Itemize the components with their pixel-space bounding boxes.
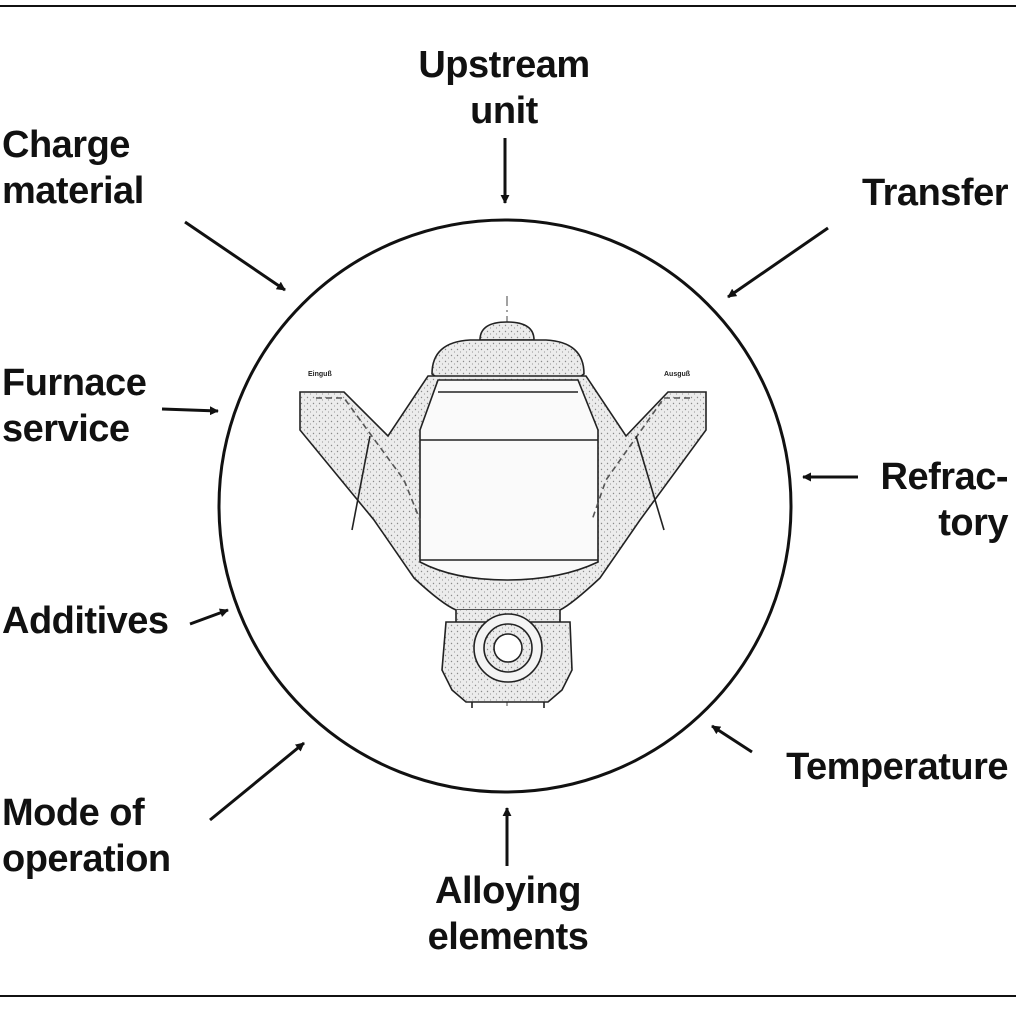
arrow-temperature bbox=[711, 724, 753, 754]
additives-line-1: Additives bbox=[2, 600, 169, 642]
label-transfer: Transfer bbox=[806, 170, 1008, 216]
crucible bbox=[419, 379, 599, 581]
charge-line-2: material bbox=[2, 170, 144, 212]
label-alloying-elements: Alloying elements bbox=[398, 868, 618, 960]
arrow-furnace bbox=[161, 406, 219, 416]
furnace-lid bbox=[479, 321, 535, 341]
outlet-label: Ausguß bbox=[664, 371, 691, 378]
alloying-line-2: elements bbox=[427, 916, 589, 958]
furnace-line-2: service bbox=[2, 408, 130, 450]
charge-line-1: Charge bbox=[2, 124, 130, 166]
arrow-additives bbox=[189, 608, 229, 626]
label-charge-material: Charge material bbox=[2, 122, 144, 214]
outlet-rod bbox=[635, 435, 665, 531]
label-refractory: Refrac- tory bbox=[826, 454, 1009, 546]
refractory-line-2: tory bbox=[938, 502, 1008, 544]
arrow-transfer bbox=[727, 226, 829, 299]
arrow-charge bbox=[184, 220, 286, 292]
inlet-rod bbox=[351, 435, 371, 531]
channel-furnace-drawing bbox=[299, 296, 707, 708]
label-mode-of-operation: Mode of operation bbox=[2, 790, 171, 882]
label-furnace-service: Furnace service bbox=[2, 360, 147, 452]
arrow-mode bbox=[209, 741, 305, 822]
outlet-channel bbox=[591, 397, 690, 521]
mode-line-1: Mode of bbox=[2, 792, 145, 834]
label-upstream-unit: Upstream unit bbox=[394, 42, 614, 134]
influence-arrows bbox=[161, 138, 858, 866]
mode-line-2: operation bbox=[2, 838, 171, 880]
temperature-line-1: Temperature bbox=[786, 746, 1008, 788]
upstream-line-1: Upstream bbox=[418, 44, 590, 86]
upstream-line-2: unit bbox=[470, 90, 538, 132]
refractory-line-1: Refrac- bbox=[880, 456, 1009, 498]
transfer-line-1: Transfer bbox=[862, 172, 1008, 214]
inlet-channel bbox=[316, 397, 421, 521]
furnace-cover bbox=[431, 339, 585, 379]
inlet-label: Einguß bbox=[308, 371, 332, 378]
inductor-core bbox=[493, 633, 523, 663]
furnace-line-1: Furnace bbox=[2, 362, 147, 404]
system-circle bbox=[217, 218, 793, 794]
alloying-line-1: Alloying bbox=[435, 870, 581, 912]
label-additives: Additives bbox=[2, 598, 169, 644]
label-temperature: Temperature bbox=[762, 744, 1008, 790]
